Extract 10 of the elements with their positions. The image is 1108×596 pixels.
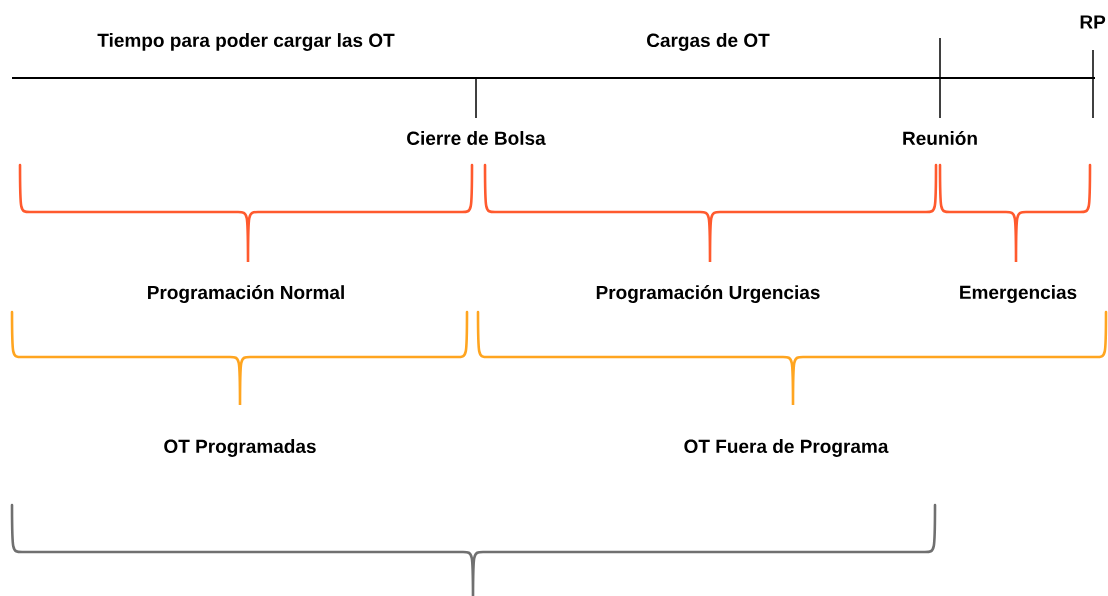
- milestone-label: Cierre de Bolsa: [407, 131, 546, 145]
- milestone-label: Reunión: [903, 130, 977, 146]
- timeline-label: Tiempo para poder cargar las OT: [97, 33, 395, 51]
- timeline-label: RP: [1080, 15, 1106, 29]
- brace-label: OT Programadas: [164, 439, 316, 457]
- brace-label: Programación Normal: [148, 285, 344, 303]
- brace-label: OT Fuera de Programa: [684, 439, 889, 457]
- brace-label: Programación Urgencias: [596, 285, 820, 303]
- brace-label: Emergencias: [960, 285, 1077, 303]
- timeline-label: Cargas de OT: [647, 33, 770, 51]
